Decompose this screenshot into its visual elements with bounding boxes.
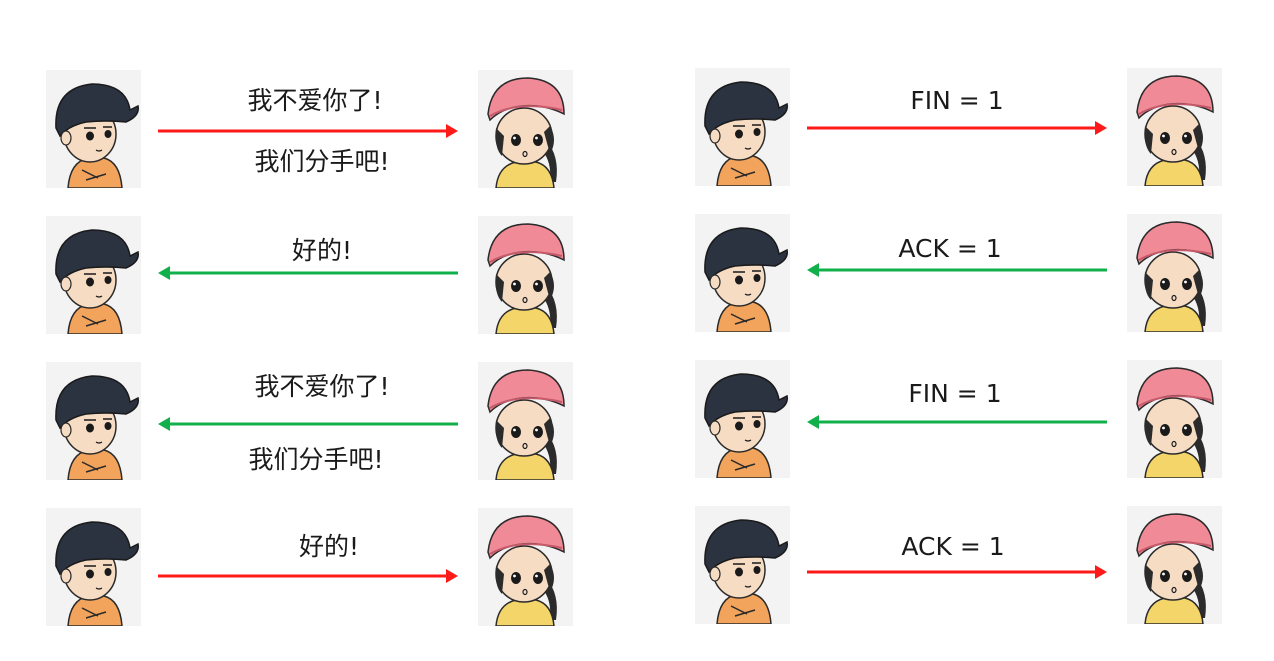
message-label: FIN = 1: [908, 379, 1001, 409]
girl-avatar: [478, 70, 573, 188]
arrow-right: [158, 569, 458, 583]
girl-avatar: [1127, 360, 1222, 478]
boy-avatar: [46, 362, 141, 480]
message-label: 我们分手吧!: [248, 445, 383, 475]
message-label: 我不爱你了!: [254, 372, 389, 402]
boy-avatar: [46, 508, 141, 626]
message-label: FIN = 1: [910, 86, 1003, 116]
girl-avatar: [478, 508, 573, 626]
message-label: 好的!: [299, 532, 359, 562]
arrow-right: [158, 124, 458, 138]
message-label: ACK = 1: [901, 532, 1004, 562]
girl-avatar: [1127, 214, 1222, 332]
boy-avatar: [695, 68, 790, 186]
boy-avatar: [46, 70, 141, 188]
message-label: 好的!: [292, 236, 352, 266]
arrow-left: [158, 417, 458, 431]
arrow-left: [158, 266, 458, 280]
girl-avatar: [478, 216, 573, 334]
arrow-right: [807, 565, 1107, 579]
girl-avatar: [478, 362, 573, 480]
boy-avatar: [695, 214, 790, 332]
girl-avatar: [1127, 68, 1222, 186]
arrow-right: [807, 121, 1107, 135]
arrow-left: [807, 415, 1107, 429]
message-label: ACK = 1: [898, 234, 1001, 264]
message-label: 我们分手吧!: [254, 147, 389, 177]
girl-avatar: [1127, 506, 1222, 624]
message-label: 我不爱你了!: [247, 86, 382, 116]
boy-avatar: [46, 216, 141, 334]
boy-avatar: [695, 506, 790, 624]
arrow-left: [807, 263, 1107, 277]
boy-avatar: [695, 360, 790, 478]
